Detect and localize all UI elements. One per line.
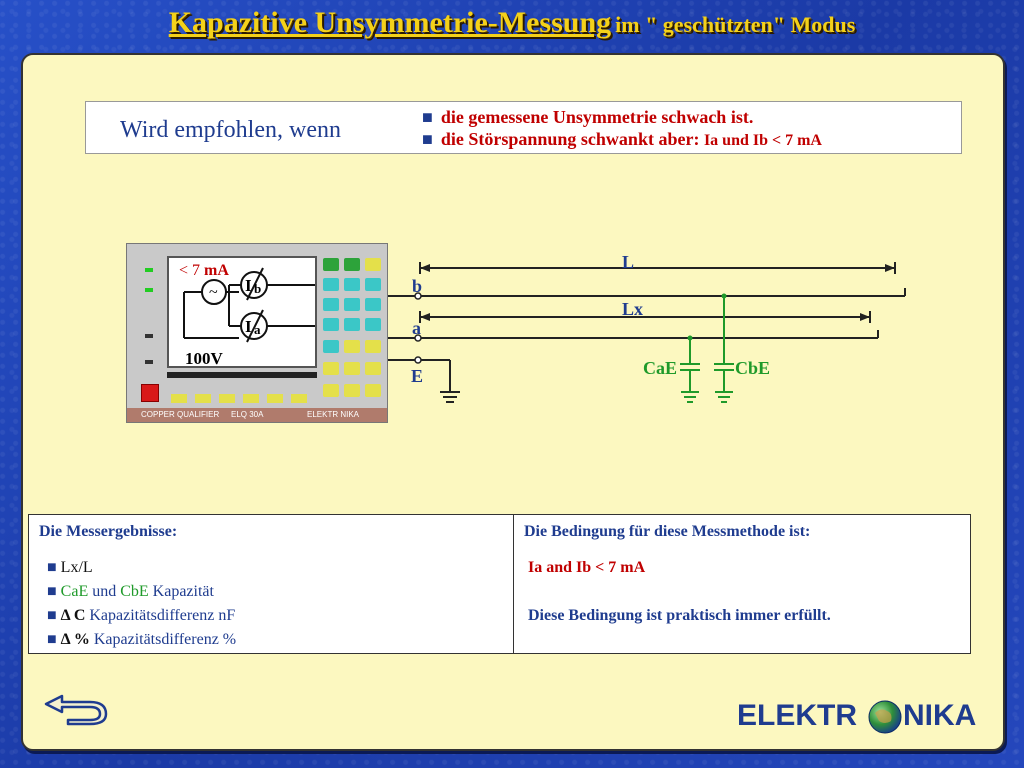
recommendation-text-2-small: Ia und Ib < 7 mA xyxy=(703,132,822,149)
svg-text:b: b xyxy=(254,281,261,296)
bullet-icon: ■ xyxy=(47,631,57,648)
result-item-capacity: ■ CaE und CbE Kapazität xyxy=(47,583,214,600)
screen-current-limit: < 7 mA xyxy=(179,262,229,279)
keypad-key[interactable] xyxy=(365,362,381,375)
label-L: L xyxy=(622,252,634,272)
result-item-delta-percent: ■ Δ % Kapazitätsdifferenz % xyxy=(47,631,237,648)
keypad-key[interactable] xyxy=(365,384,381,397)
keypad-key[interactable] xyxy=(365,318,381,331)
keypad-key[interactable] xyxy=(323,340,339,353)
results-table: Die Messergebnisse: ■ Lx/L ■ CaE und CbE… xyxy=(28,514,971,654)
keypad-key[interactable] xyxy=(323,298,339,311)
led-icon xyxy=(145,360,153,364)
keypad-key[interactable] xyxy=(323,278,339,291)
led-icon xyxy=(145,268,153,272)
svg-text:I: I xyxy=(245,276,252,295)
bullet-icon: ■ xyxy=(47,559,57,576)
bullet-icon: ■ xyxy=(47,607,57,624)
bullet-icon: ■ xyxy=(47,583,57,600)
condition-text: Ia and Ib < 7 mA xyxy=(528,559,646,576)
recommendation-line-1: ■ die gemessene Unsymmetrie schwach ist. xyxy=(422,107,753,128)
back-button[interactable] xyxy=(42,688,112,728)
svg-text:a: a xyxy=(254,322,261,337)
keypad-key[interactable] xyxy=(344,340,360,353)
function-key[interactable] xyxy=(219,394,235,403)
condition-column: Die Bedingung für diese Messmethode ist:… xyxy=(514,515,970,653)
keypad-key[interactable] xyxy=(344,298,360,311)
ac-source-icon xyxy=(201,279,227,305)
keypad-key[interactable] xyxy=(344,384,360,397)
condition-note: Diese Bedingung ist praktisch immer erfü… xyxy=(528,607,831,624)
results-header: Die Messergebnisse: xyxy=(39,523,178,540)
keypad-key[interactable] xyxy=(344,362,360,375)
terminal-b: b xyxy=(412,276,422,296)
recommendation-text-2: die Störspannung schwankt aber: xyxy=(440,129,700,149)
key-left[interactable] xyxy=(323,258,339,271)
slide-title: Kapazitive Unsymmetrie-Messung im " gesc… xyxy=(0,6,1024,40)
recommendation-box: Wird empfohlen, wenn ■ die gemessene Unsy… xyxy=(85,101,962,154)
svg-text:100V: 100V xyxy=(185,349,224,366)
svg-text:I: I xyxy=(245,317,252,336)
condition-header: Die Bedingung für diese Messmethode ist: xyxy=(524,523,811,540)
screen-bar xyxy=(167,372,317,378)
key-right[interactable] xyxy=(344,258,360,271)
function-key[interactable] xyxy=(267,394,283,403)
led-icon xyxy=(145,334,153,338)
function-key[interactable] xyxy=(171,394,187,403)
function-key[interactable] xyxy=(243,394,259,403)
recommendation-lead: Wird empfohlen, wenn xyxy=(120,117,341,143)
label-CbE: CbE xyxy=(735,358,770,378)
keypad-key[interactable] xyxy=(323,362,339,375)
globe-icon xyxy=(868,700,902,734)
bullet-icon: ■ xyxy=(422,107,433,127)
device-screen: < 7 mA ~ I b I a 100V xyxy=(167,256,317,368)
power-button[interactable] xyxy=(141,384,159,402)
result-item-lx: ■ Lx/L xyxy=(47,559,93,576)
keypad-key[interactable] xyxy=(323,384,339,397)
keypad-key[interactable] xyxy=(344,318,360,331)
keypad-key[interactable] xyxy=(365,340,381,353)
screen-circuit: ~ I b I a 100V xyxy=(183,267,315,366)
keypad-key[interactable] xyxy=(323,318,339,331)
return-arrow-icon xyxy=(44,694,108,726)
svg-text:~: ~ xyxy=(209,284,218,301)
bullet-icon: ■ xyxy=(422,129,433,149)
keypad-key[interactable] xyxy=(365,298,381,311)
keypad-key[interactable] xyxy=(365,278,381,291)
results-column: Die Messergebnisse: ■ Lx/L ■ CaE und CbE… xyxy=(29,515,514,653)
keypad-key[interactable] xyxy=(344,278,360,291)
recommendation-line-2: ■ die Störspannung schwankt aber: Ia und … xyxy=(422,129,822,150)
label-Lx: Lx xyxy=(622,299,643,319)
led-icon xyxy=(145,288,153,292)
measuring-device: < 7 mA ~ I b I a 100V xyxy=(126,243,388,423)
device-label-strip: COPPER QUALIFIER ELQ 30A ELEKTR NIKA xyxy=(127,408,387,422)
label-CaE: CaE xyxy=(643,358,677,378)
function-key[interactable] xyxy=(291,394,307,403)
terminal-E: E xyxy=(411,366,423,386)
result-item-delta-c: ■ Δ C Kapazitätsdifferenz nF xyxy=(47,607,236,624)
recommendation-text-1: die gemessene Unsymmetrie schwach ist. xyxy=(440,107,754,127)
key-help[interactable] xyxy=(365,258,381,271)
terminal-a: a xyxy=(412,318,421,338)
title-main: Kapazitive Unsymmetrie-Messung xyxy=(168,6,612,39)
elektronika-logo: ELEKTR NIKA xyxy=(737,695,977,739)
function-key[interactable] xyxy=(195,394,211,403)
title-tail: im " geschützten" Modus xyxy=(615,12,856,37)
